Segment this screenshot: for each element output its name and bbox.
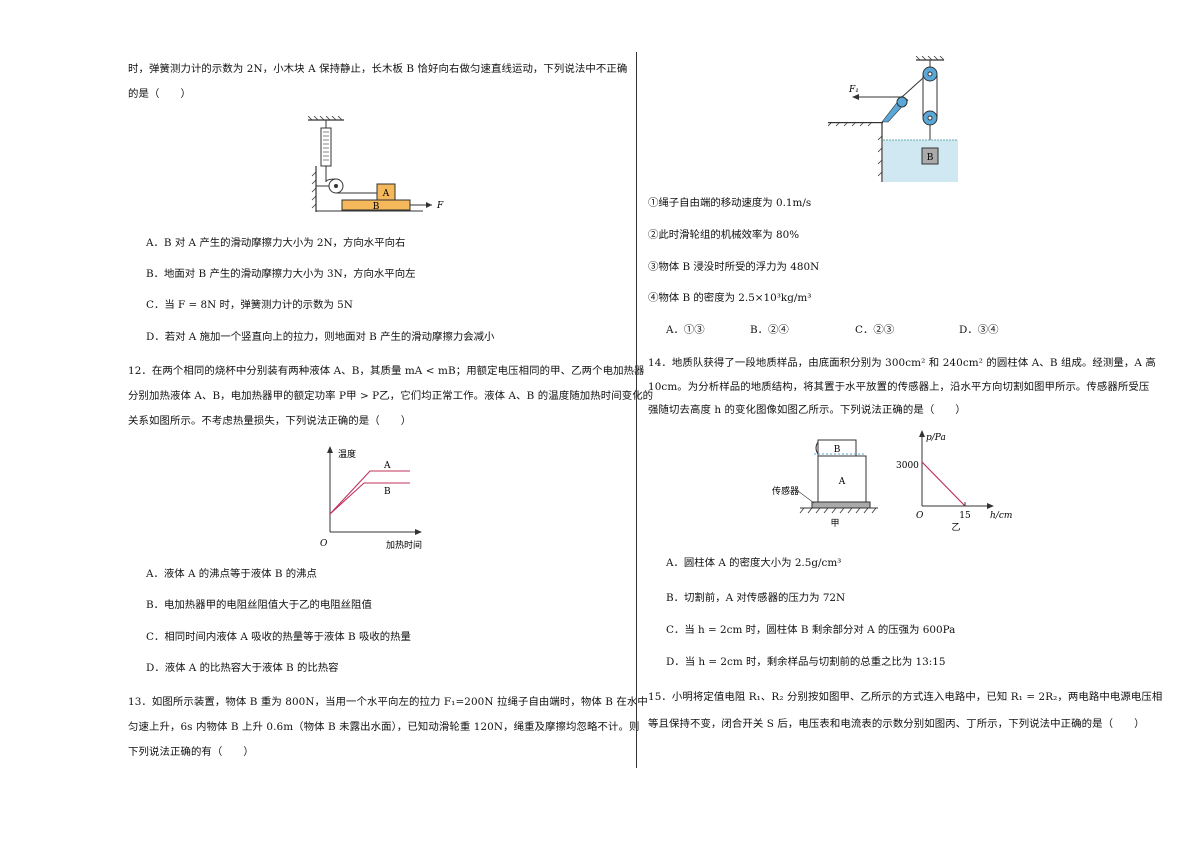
figure-jia-label: 甲 [830, 518, 839, 529]
block-a-label: A [382, 189, 390, 199]
q12-option-b: B．电加热器甲的电阻丝阻值大于乙的电阻丝阻值 [146, 599, 372, 611]
board-b-label: B [373, 202, 380, 212]
force-f-label: F [436, 201, 444, 211]
q13-statement-1: ①绳子自由端的移动速度为 0.1m/s [648, 197, 812, 209]
q14-text-line-2: 10cm。为分析样品的地质结构，将其置于水平放置的传感器上，沿水平方向切割如图甲… [648, 381, 1150, 393]
q14-origin-label: O [916, 511, 924, 521]
y-axis-label: 温度 [338, 448, 356, 460]
q11-option-d: D．若对 A 施加一个竖直向上的拉力，则地面对 B 产生的滑动摩擦力会减小 [146, 331, 495, 343]
q11-option-c: C．当 F = 8N 时，弹簧测力计的示数为 5N [146, 299, 353, 311]
q12-text-line-1: 12．在两个相同的烧杯中分别装有两种液体 A、B，其质量 mA < mB；用额定… [128, 365, 645, 377]
q13-text-line-3: 下列说法正确的有（ ） [128, 746, 254, 758]
q15-text-line-2: 等且保持不变，闭合开关 S 后，电压表和电流表的示数分别如图丙、丁所示，下列说法… [648, 718, 1145, 730]
q13-choice-a: A．①③ [666, 324, 705, 336]
column-divider [636, 52, 637, 768]
q14-option-d: D．当 h = 2cm 时，剩余样品与切割前的总重之比为 13:15 [666, 656, 946, 668]
line-b-label: B [384, 487, 391, 497]
q13-text-line-2: 匀速上升，6s 内物体 B 上升 0.6m（物体 B 未露出水面），已知动滑轮重… [128, 721, 640, 733]
q11-option-a: A．B 对 A 产生的滑动摩擦力大小为 2N，方向水平向右 [146, 237, 406, 249]
q13-choice-c: C．②③ [855, 324, 895, 336]
figure-yi-label: 乙 [951, 522, 960, 533]
pressure-line [921, 461, 966, 507]
q11-spring-scale-figure: A B F [308, 116, 444, 212]
q13-pulley-figure: F₁ B [828, 56, 958, 182]
q12-option-a: A．液体 A 的沸点等于液体 B 的沸点 [146, 568, 317, 580]
cylinder-b-label: B [834, 445, 841, 455]
q13-choice-d: D．③④ [959, 324, 999, 336]
q11-text-line-2: 的是（ ） [128, 88, 191, 100]
q14-text-line-1: 14．地质队获得了一段地质样品，由底面积分别为 300cm² 和 240cm² … [648, 357, 1156, 369]
q14-x-value: 15 [959, 511, 971, 521]
q14-option-c: C．当 h = 2cm 时，圆柱体 B 剩余部分对 A 的压强为 600Pa [666, 624, 956, 636]
line-a-label: A [383, 461, 391, 471]
q13-text-line-1: 13．如图所示装置，物体 B 重为 800N，当用一个水平向左的拉力 F₁=20… [128, 696, 648, 708]
q12-temperature-graph: 温度 加热时间 O A B [320, 446, 422, 551]
q13-statement-2: ②此时滑轮组的机械效率为 80% [648, 229, 800, 241]
q13-statement-3: ③物体 B 浸没时所受的浮力为 480N [648, 261, 820, 273]
q14-y-value: 3000 [896, 461, 919, 471]
q14-y-axis-label: p/Pa [926, 433, 946, 443]
q12-option-c: C．相同时间内液体 A 吸收的热量等于液体 B 吸收的热量 [146, 631, 411, 643]
q11-option-b: B．地面对 B 产生的滑动摩擦力大小为 3N，方向水平向左 [146, 268, 416, 280]
origin-label: O [320, 539, 328, 549]
q12-text-line-3: 关系如图所示。不考虑热量损失，下列说法正确的是（ ） [128, 415, 412, 427]
x-axis-label: 加热时间 [386, 539, 422, 551]
water [883, 140, 958, 182]
q13-choice-b: B．②④ [750, 324, 789, 336]
q14-option-b: B．切割前，A 对传感器的压力为 72N [666, 592, 846, 604]
object-b [921, 147, 939, 165]
q11-text-line-1: 时，弹簧测力计的示数为 2N，小木块 A 保持静止，长木板 B 恰好向右做匀速直… [128, 63, 628, 75]
q14-x-axis-label: h/cm [990, 511, 1012, 521]
q15-text-line-1: 15．小明将定值电阻 R₁、R₂ 分别按如图甲、乙所示的方式连入电路中，已知 R… [648, 691, 1163, 703]
force-f1-label: F₁ [848, 85, 859, 95]
q14-text-line-3: 强随切去高度 h 的变化图像如图乙所示。下列说法正确的是（ ） [648, 404, 966, 416]
sensor-plate [811, 501, 871, 509]
cylinder-a [817, 455, 867, 503]
q14-figure: B A 传感器 甲 p/Pa 3000 O 15 h/cm 乙 [772, 430, 1012, 533]
q12-option-d: D．液体 A 的比热容大于液体 B 的比热容 [146, 662, 339, 674]
cylinder-a-label: A [838, 477, 846, 487]
q12-text-line-2: 分别加热液体 A、B，电加热器甲的额定功率 P甲 > P乙，它们均正常工作。液体… [128, 390, 654, 402]
line-a [329, 470, 410, 515]
line-b [329, 482, 410, 515]
sensor-label: 传感器 [772, 485, 799, 497]
q13-statement-4: ④物体 B 的密度为 2.5×10³kg/m³ [648, 292, 812, 304]
q14-option-a: A．圆柱体 A 的密度大小为 2.5g/cm³ [666, 557, 842, 569]
object-b-label: B [927, 153, 934, 163]
